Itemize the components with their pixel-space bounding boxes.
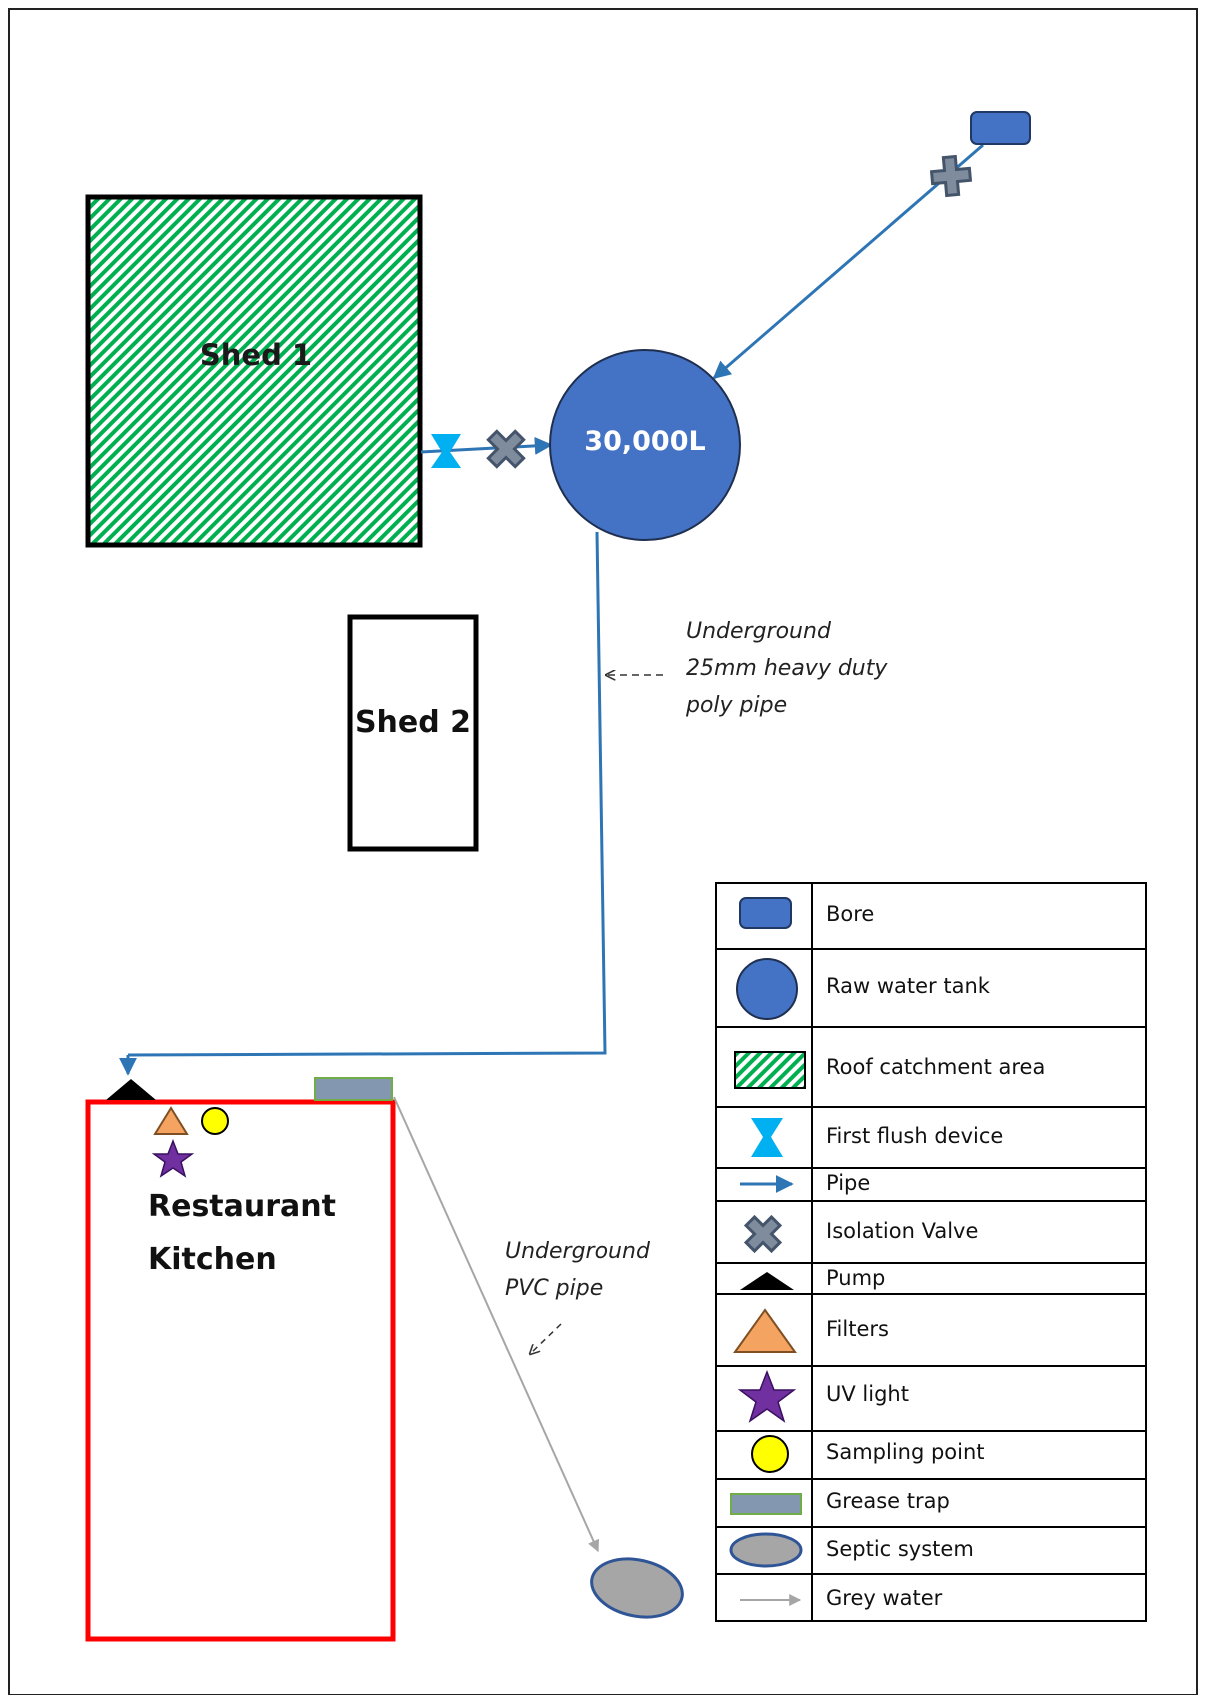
poly-pipe-note: Underground 25mm heavy duty poly pipe <box>686 613 887 724</box>
legend-raw-water-tank-icon <box>736 958 798 1020</box>
legend-roof-catchment-icon <box>734 1051 806 1089</box>
kitchen-label-line1: Restaurant <box>148 1189 336 1224</box>
legend-label-septic-system: Septic system <box>826 1537 974 1561</box>
page-border <box>8 8 1198 1695</box>
filter-icon <box>153 1106 189 1135</box>
shed2-building <box>347 614 479 852</box>
legend-isolation-valve-icon <box>743 1214 783 1254</box>
first-flush-icon <box>431 434 461 468</box>
grease-trap-icon <box>314 1077 393 1101</box>
legend-label-isolation-valve: Isolation Valve <box>826 1219 979 1243</box>
grey-water-line <box>393 1096 600 1553</box>
legend-label-raw-water-tank: Raw water tank <box>826 974 990 998</box>
raw-water-tank-icon <box>549 349 741 541</box>
pump-icon <box>106 1079 156 1100</box>
shed1-label: Shed 1 <box>199 338 313 372</box>
bore-icon <box>970 111 1031 145</box>
legend-label-bore: Bore <box>826 902 875 926</box>
supply-pipe <box>127 531 607 1057</box>
legend-grease-trap-icon <box>730 1493 802 1515</box>
legend-label-grease-trap: Grease trap <box>826 1489 950 1513</box>
legend-label-sampling-point: Sampling point <box>826 1440 985 1464</box>
tank-capacity-label: 30,000L <box>584 426 706 457</box>
legend-label-first-flush: First flush device <box>826 1124 1004 1148</box>
isolation-valve-icon <box>486 429 526 469</box>
shed1-roof-catchment <box>85 194 423 548</box>
legend-bore-icon <box>739 897 792 929</box>
poly-pipe-note-line: Underground <box>686 619 831 644</box>
sampling-point-icon <box>201 1107 229 1135</box>
legend-label-roof-catchment: Roof catchment area <box>826 1055 1046 1079</box>
legend-filter-icon <box>733 1308 797 1353</box>
kitchen-label: Restaurant Kitchen <box>148 1180 336 1286</box>
pvc-pipe-note: Underground PVC pipe <box>505 1233 650 1307</box>
pvc-pipe-note-line: PVC pipe <box>505 1276 604 1301</box>
poly-pipe-note-line: 25mm heavy duty <box>686 656 888 681</box>
legend-label-pipe: Pipe <box>826 1171 871 1195</box>
legend-first-flush-icon <box>751 1118 783 1157</box>
legend-sampling-point-icon <box>751 1435 789 1473</box>
septic-system-icon <box>590 1557 684 1619</box>
pvc-pipe-note-line: Underground <box>505 1239 650 1264</box>
bore-isolation-valve-icon <box>929 154 973 198</box>
legend-uv-light-icon <box>737 1369 797 1423</box>
shed2-label: Shed 2 <box>354 705 472 740</box>
legend-label-grey-water: Grey water <box>826 1586 943 1610</box>
kitchen-label-line2: Kitchen <box>148 1242 277 1277</box>
uv-light-icon <box>151 1138 195 1178</box>
legend-label-filters: Filters <box>826 1317 889 1341</box>
legend-pump-icon <box>740 1272 794 1290</box>
restaurant-kitchen-building <box>85 1099 396 1642</box>
legend-label-pump: Pump <box>826 1266 886 1290</box>
legend-septic-system-icon <box>729 1532 803 1568</box>
poly-pipe-note-line: poly pipe <box>686 693 788 718</box>
legend-label-uv-light: UV light <box>826 1382 909 1406</box>
pvc-pipe-note-arrow <box>530 1323 562 1354</box>
